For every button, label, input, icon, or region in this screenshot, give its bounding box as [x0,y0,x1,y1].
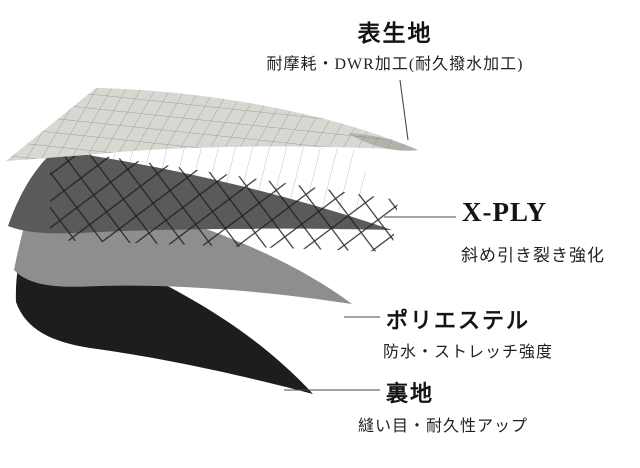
callout-polyester-desc: 防水・ストレッチ強度 [383,344,554,361]
callout-lining-title: 裏地 [386,381,435,406]
callout-lining-desc: 縫い目・耐久性アップ [358,418,529,435]
callout-outer-desc: 耐摩耗・DWR加工(耐久撥水加工) [266,56,524,73]
callout-xply-desc: 斜め引き裂き強化 [461,246,605,265]
callout-polyester-title: ポリエステル [386,308,531,333]
callout-xply-title: X-PLY [462,197,548,227]
outer-fabric-mesh [6,88,418,161]
xply-crosshatch [50,148,398,252]
leader-line-outer [399,79,409,141]
callout-outer-title: 表生地 [357,21,433,46]
